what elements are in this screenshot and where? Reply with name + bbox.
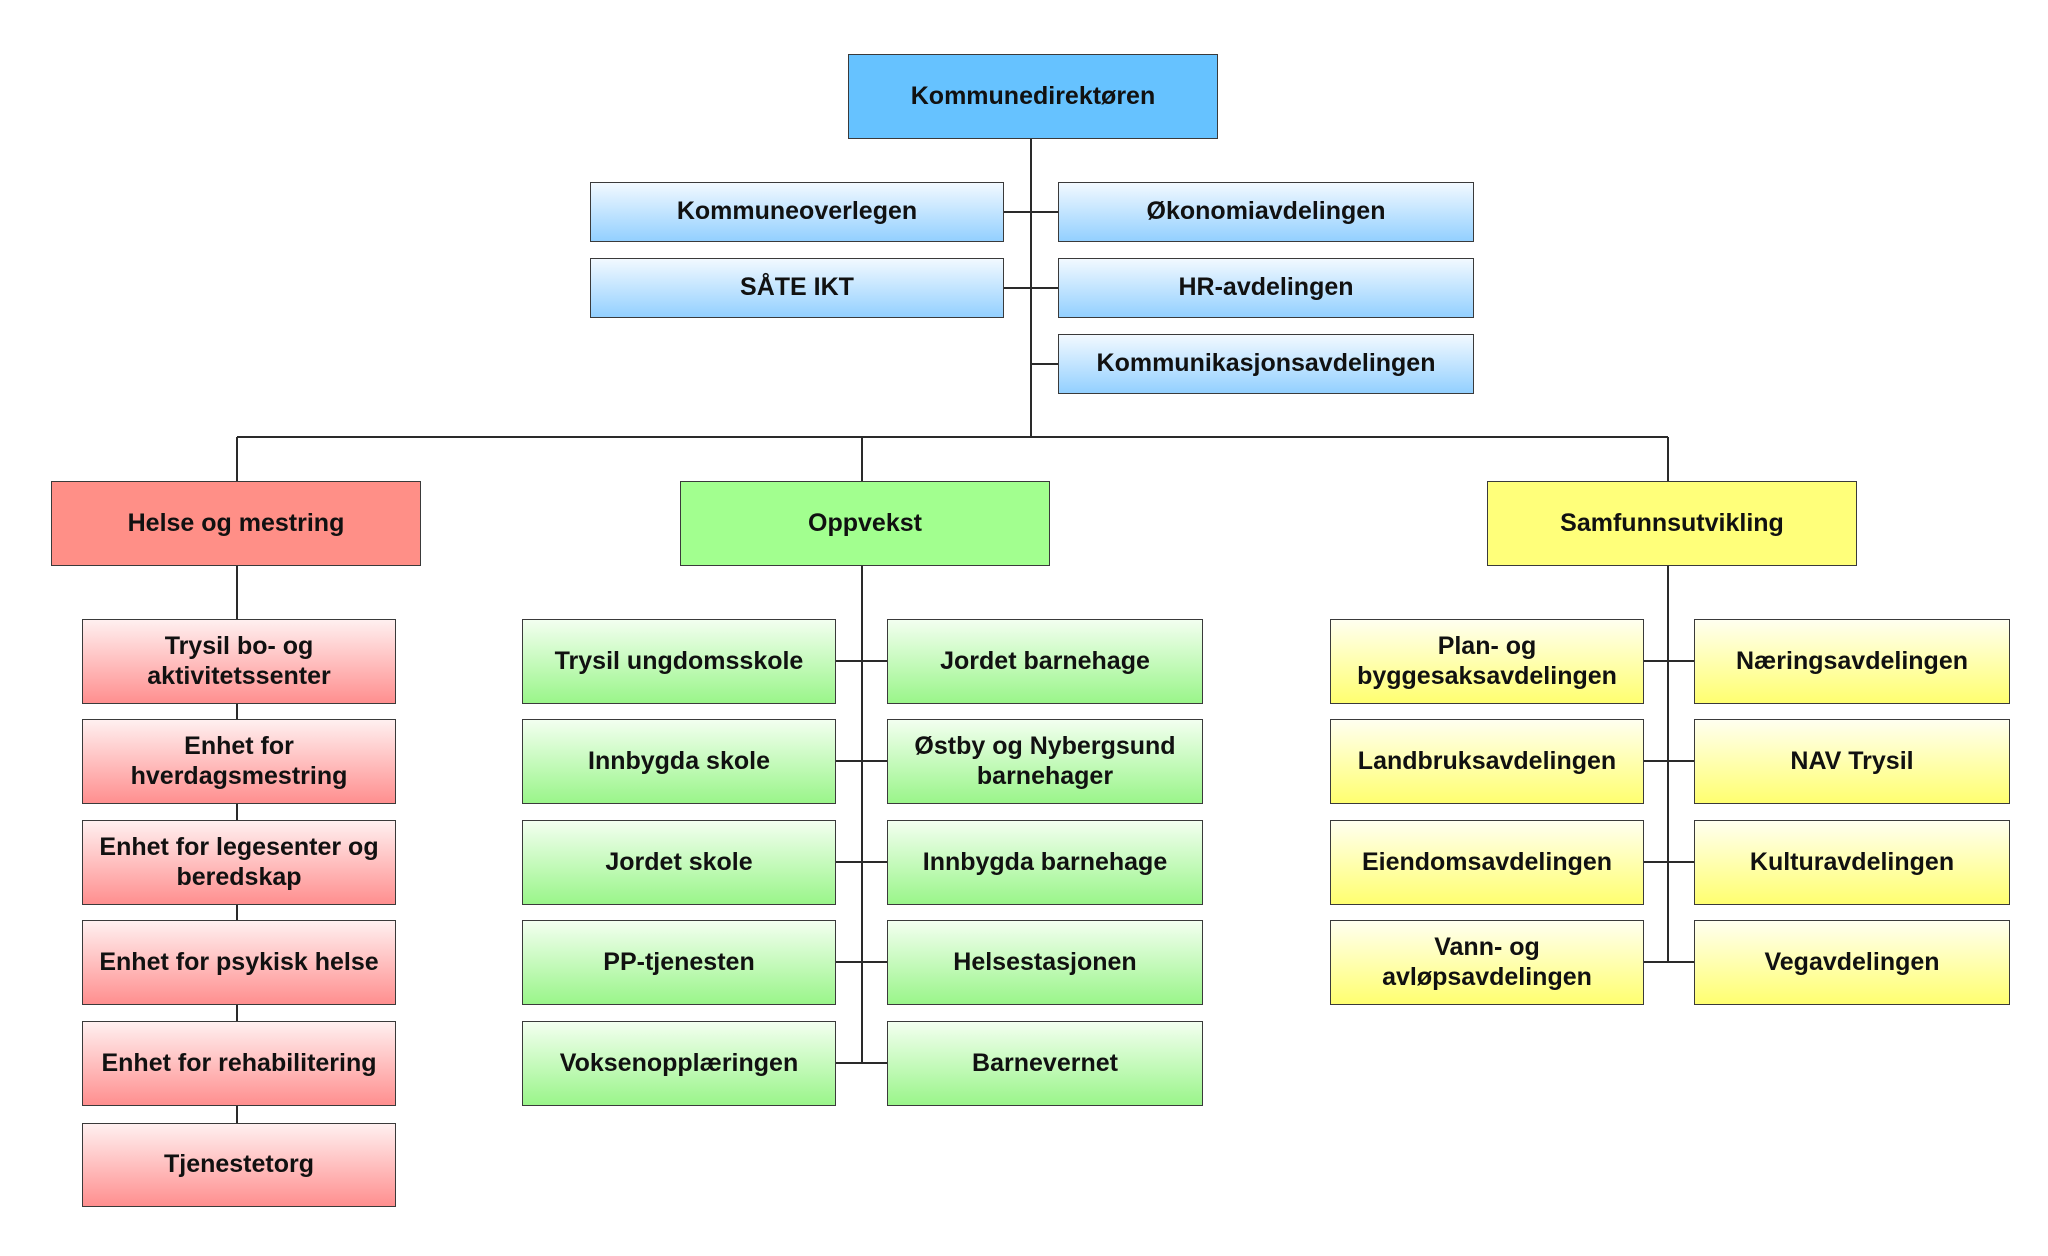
node-kommunedirektoren: Kommunedirektøren bbox=[848, 54, 1218, 139]
staff-node-sate-ikt: SÅTE IKT bbox=[590, 258, 1004, 318]
unit-node: Innbygda barnehage bbox=[887, 820, 1203, 905]
unit-node: Vegavdelingen bbox=[1694, 920, 2010, 1005]
unit-node: Kulturavdelingen bbox=[1694, 820, 2010, 905]
area-node-oppvekst: Oppvekst bbox=[680, 481, 1050, 566]
unit-node: Plan- og byggesaksavdelingen bbox=[1330, 619, 1644, 704]
unit-node: Trysil bo- og aktivitetssenter bbox=[82, 619, 396, 704]
unit-node: Vann- og avløpsavdelingen bbox=[1330, 920, 1644, 1005]
unit-node: PP-tjenesten bbox=[522, 920, 836, 1005]
unit-node: Trysil ungdomsskole bbox=[522, 619, 836, 704]
staff-node-kommunikasjonsavdelingen: Kommunikasjonsavdelingen bbox=[1058, 334, 1474, 394]
area-node-helse-og-mestring: Helse og mestring bbox=[51, 481, 421, 566]
unit-node: Enhet for legesenter og beredskap bbox=[82, 820, 396, 905]
unit-node: Jordet skole bbox=[522, 820, 836, 905]
unit-node: Tjenestetorg bbox=[82, 1123, 396, 1207]
unit-node: Enhet for psykisk helse bbox=[82, 920, 396, 1005]
unit-node: Barnevernet bbox=[887, 1021, 1203, 1106]
staff-node-okonomiavdelingen: Økonomiavdelingen bbox=[1058, 182, 1474, 242]
unit-node: Helsestasjonen bbox=[887, 920, 1203, 1005]
unit-node: Innbygda skole bbox=[522, 719, 836, 804]
staff-node-kommuneoverlegen: Kommuneoverlegen bbox=[590, 182, 1004, 242]
unit-node: Næringsavdelingen bbox=[1694, 619, 2010, 704]
unit-node: NAV Trysil bbox=[1694, 719, 2010, 804]
unit-node: Enhet for rehabilitering bbox=[82, 1021, 396, 1106]
unit-node: Østby og Nybergsund barnehager bbox=[887, 719, 1203, 804]
unit-node: Enhet for hverdagsmestring bbox=[82, 719, 396, 804]
staff-node-hr-avdelingen: HR-avdelingen bbox=[1058, 258, 1474, 318]
unit-node: Voksenopplæringen bbox=[522, 1021, 836, 1106]
area-node-samfunnsutvikling: Samfunnsutvikling bbox=[1487, 481, 1857, 566]
unit-node: Eiendomsavdelingen bbox=[1330, 820, 1644, 905]
unit-node: Landbruksavdelingen bbox=[1330, 719, 1644, 804]
unit-node: Jordet barnehage bbox=[887, 619, 1203, 704]
